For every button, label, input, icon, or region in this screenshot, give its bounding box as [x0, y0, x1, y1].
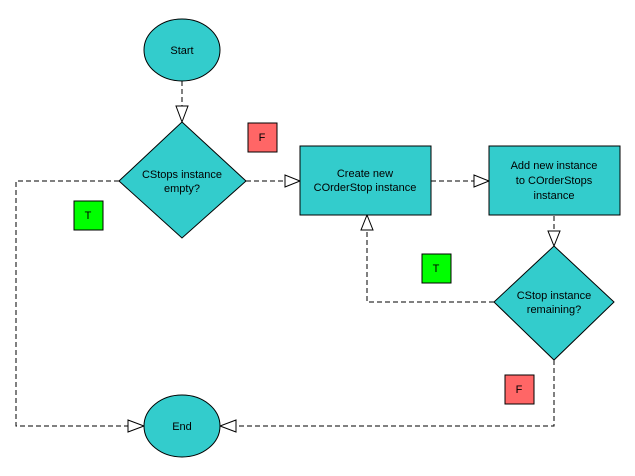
decision-remaining-node[interactable]: CStop instance remaining?	[493, 245, 615, 361]
arrowhead-to-remaining	[547, 230, 561, 248]
svg-text:F: F	[259, 132, 266, 144]
arrowhead-to-end-right	[218, 419, 237, 433]
add-new-line-2: to COrderStops	[516, 175, 593, 187]
decision-remaining-line-1: CStop instance	[517, 290, 592, 302]
decision-empty-line-1: CStops instance	[142, 169, 222, 181]
badge-true-loop: T	[421, 253, 452, 284]
badge-false-top: F	[247, 122, 278, 153]
add-new-line-1: Add new instance	[511, 160, 598, 172]
decision-empty-line-2: empty?	[164, 183, 200, 195]
start-label: Start	[170, 45, 193, 57]
edge-empty-to-end	[15, 180, 128, 427]
decision-remaining-line-2: remaining?	[527, 304, 581, 316]
arrowhead-to-create	[284, 174, 302, 188]
create-new-line-1: Create new	[337, 168, 393, 180]
badge-true-left: T	[73, 200, 104, 231]
svg-text:T: T	[433, 263, 440, 275]
start-node[interactable]: Start	[143, 18, 221, 82]
create-new-line-2: COrderStop instance	[314, 182, 417, 194]
arrowhead-to-add	[473, 174, 491, 188]
edge-remaining-to-end	[236, 360, 555, 427]
arrowhead-to-empty	[175, 105, 189, 124]
create-new-node[interactable]: Create new COrderStop instance	[299, 145, 432, 216]
add-new-line-3: instance	[534, 190, 575, 202]
svg-text:F: F	[516, 384, 523, 396]
end-label: End	[172, 421, 192, 433]
end-node[interactable]: End	[143, 394, 221, 458]
decision-empty-node[interactable]: CStops instance empty?	[118, 121, 247, 239]
add-new-node[interactable]: Add new instance to COrderStops instance	[488, 145, 621, 216]
svg-text:T: T	[85, 210, 92, 222]
edge-remaining-to-create	[366, 230, 494, 303]
arrowhead-to-end-left	[127, 419, 146, 433]
arrowhead-loop-to-create	[360, 213, 374, 231]
badge-false-bottom: F	[504, 374, 535, 405]
